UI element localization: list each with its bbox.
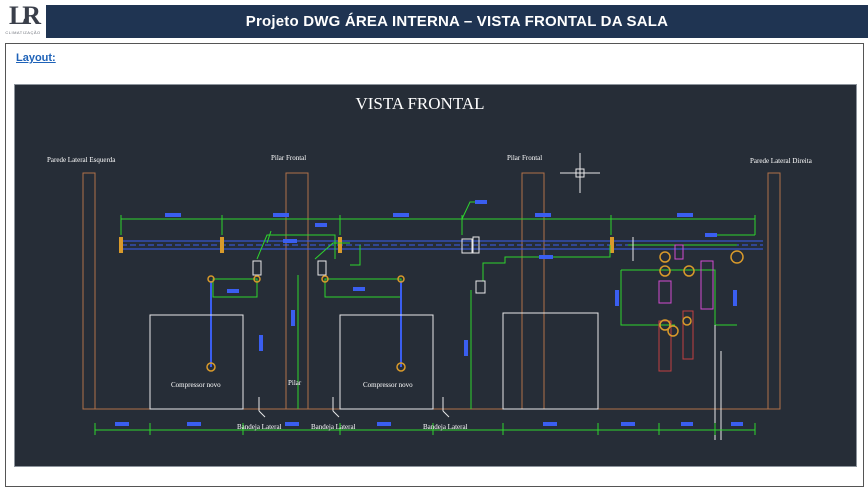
fitting-circles — [206, 275, 406, 372]
compressor-lines-1 — [212, 278, 402, 298]
logo-subtitle: CLIMATIZAÇÃO — [5, 30, 41, 35]
right-pipes-white — [632, 237, 722, 440]
right-equipment-red — [658, 310, 694, 372]
bottom-dimension — [94, 423, 756, 435]
pillar-2 — [521, 172, 545, 410]
cad-drawing: VISTA FRONTAL Parede Lateral Esquerda Pi… — [47, 94, 813, 440]
walls-pillars — [82, 172, 781, 410]
logo-mark: LR — [8, 1, 41, 30]
layout-panel: Layout: VISTA FRONTAL Parede Lateral Esq… — [5, 43, 864, 487]
branch-dim-values — [227, 223, 737, 356]
left-wall-label: Parede Lateral Esquerda — [47, 156, 116, 164]
compressor-label-2: Compressor novo — [363, 381, 413, 389]
right-wall-label: Parede Lateral Direita — [750, 157, 813, 165]
pillar-label: Pilar — [288, 379, 302, 387]
bottom-dimension-values — [115, 422, 743, 426]
right-equipment-circles — [659, 250, 744, 337]
pillar-front-label-2: Pilar Frontal — [507, 154, 542, 162]
layout-label: Layout: — [16, 52, 56, 64]
right-equipment-magenta — [658, 244, 714, 310]
compressor-label-1: Compressor novo — [171, 381, 221, 389]
compressor-box-2 — [339, 314, 434, 410]
compressor-units — [149, 312, 599, 410]
top-dimension-values — [165, 200, 693, 217]
compressor-box-1 — [149, 314, 244, 410]
pillar-front-label-1: Pilar Frontal — [271, 154, 306, 162]
cad-viewport[interactable]: VISTA FRONTAL Parede Lateral Esquerda Pi… — [14, 84, 857, 467]
branch-lines — [256, 230, 755, 409]
tray-label-2: Bandeja Lateral — [311, 423, 356, 431]
tray-markers — [258, 397, 450, 418]
valves — [252, 236, 486, 294]
right-wall — [767, 172, 781, 410]
top-dimension — [120, 201, 756, 235]
drain-lines — [210, 281, 402, 367]
tray-label-1: Bandeja Lateral — [237, 423, 282, 431]
pillar-1 — [285, 172, 309, 410]
company-logo: LR CLIMATIZAÇÃO — [0, 0, 46, 38]
page-title: Projeto DWG ÁREA INTERNA – VISTA FRONTAL… — [245, 13, 669, 30]
left-wall — [82, 172, 96, 410]
crosshair-icon — [560, 153, 600, 193]
tray-label-3: Bandeja Lateral — [423, 423, 468, 431]
header-bar: Projeto DWG ÁREA INTERNA – VISTA FRONTAL… — [46, 5, 868, 38]
compressor-box-3 — [502, 312, 599, 410]
pipe-fittings — [119, 237, 614, 253]
drawing-title: VISTA FRONTAL — [355, 94, 484, 113]
